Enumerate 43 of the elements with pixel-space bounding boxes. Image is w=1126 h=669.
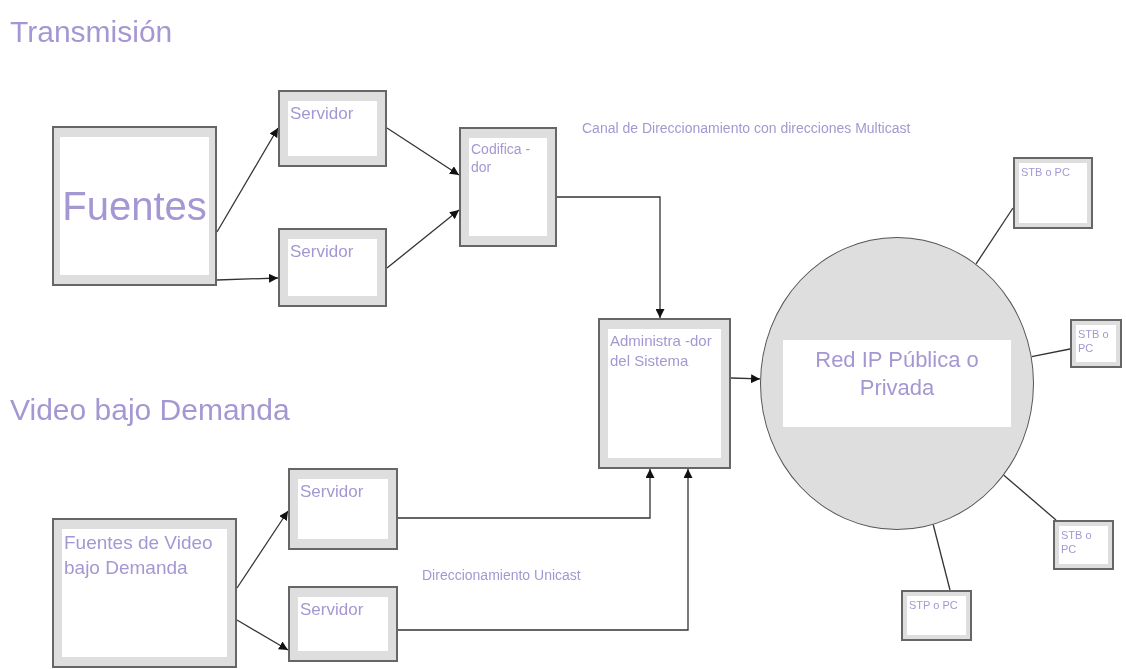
connector-line	[1031, 348, 1071, 358]
device-box	[1053, 520, 1114, 570]
device-box	[1070, 319, 1122, 368]
process-box	[598, 318, 731, 469]
node-label: Servidor	[290, 241, 354, 263]
annotation-text: Direccionamiento Unicast	[422, 566, 581, 585]
node-label: Fuentes de Video bajo Demanda	[64, 531, 214, 580]
process-box	[278, 90, 387, 167]
arrow	[397, 468, 655, 519]
node-label: Servidor	[290, 103, 354, 125]
process-box	[278, 228, 387, 307]
node-label: STP o PC	[909, 598, 958, 613]
node-label: Fuentes	[62, 183, 207, 230]
device-box	[1013, 157, 1093, 229]
arrow	[216, 127, 279, 233]
process-box	[459, 127, 557, 247]
section-heading: Transmisión	[10, 15, 173, 49]
process-box	[288, 468, 398, 550]
node-label: STB o PC	[1061, 528, 1093, 557]
arrow	[236, 510, 289, 589]
node-label: Red IP Pública o Privada	[814, 345, 980, 403]
process-box	[288, 586, 398, 662]
connector-line	[1003, 474, 1057, 521]
connector-line	[932, 524, 951, 591]
arrow	[556, 196, 665, 319]
connector-line	[975, 207, 1014, 265]
node-label: Servidor	[300, 481, 364, 503]
arrow	[397, 468, 693, 631]
arrow	[730, 374, 761, 384]
node-label: STB o PC	[1078, 327, 1110, 356]
device-box	[901, 590, 972, 641]
process-box	[52, 126, 217, 286]
node-label: Servidor	[300, 599, 364, 621]
node-label: STB o PC	[1021, 165, 1070, 180]
node-label: Administra -dor del Sistema	[610, 331, 713, 370]
arrow	[386, 127, 460, 176]
node-label: Codifica -dor	[471, 140, 532, 177]
arrow	[216, 273, 279, 283]
edge-label: Canal de Direccionamiento con direcciones Multicast	[582, 119, 912, 138]
process-box	[52, 518, 237, 668]
arrow	[236, 619, 289, 651]
section-heading: Video bajo Demanda	[10, 393, 290, 427]
arrow	[386, 209, 460, 269]
